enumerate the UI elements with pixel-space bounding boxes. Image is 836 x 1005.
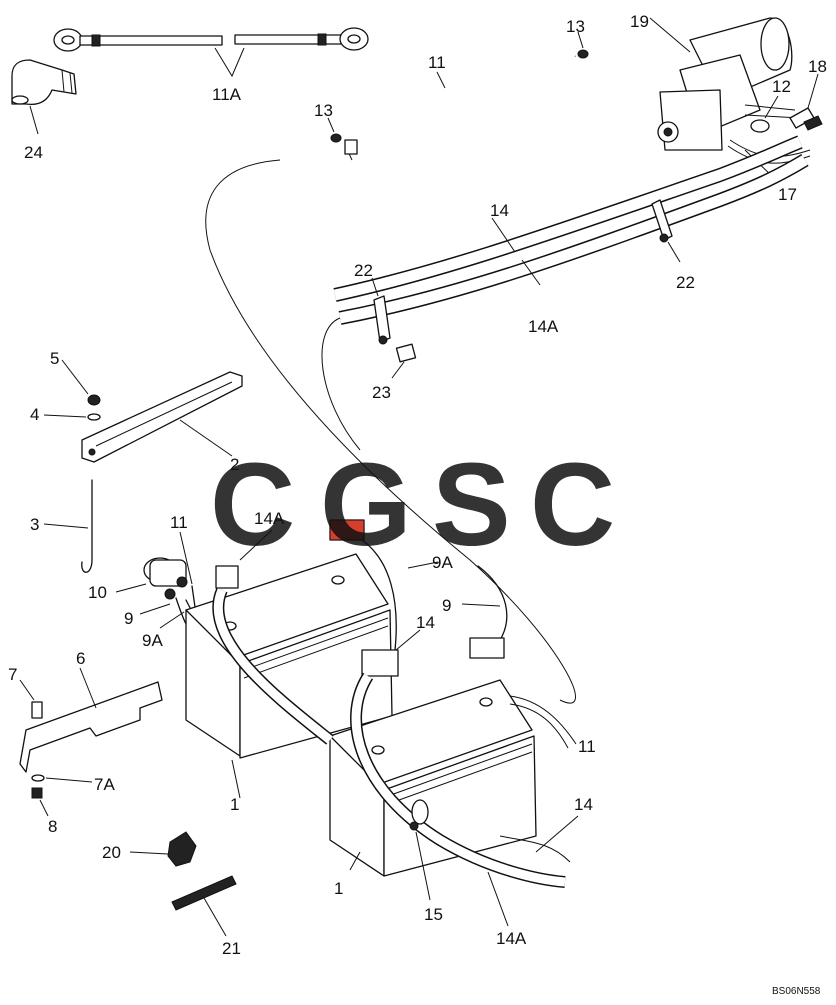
part-19-starter-motor — [649, 17, 801, 151]
part-2-bracket — [81, 371, 243, 463]
callout-3: 3 — [30, 515, 39, 534]
part-1-battery-right — [329, 679, 537, 877]
callout-13-mid: 13 — [314, 101, 333, 120]
callout-1-left: 1 — [230, 795, 239, 814]
callout-11-mid: 11 — [170, 513, 188, 532]
part-20-tie-mount — [129, 831, 197, 867]
callout-7a: 7A — [94, 775, 115, 794]
part-24-boot — [11, 59, 77, 135]
callout-9-right: 9 — [442, 596, 451, 615]
part-9-wire-left — [139, 597, 187, 625]
callout-1-bottom: 1 — [334, 879, 343, 898]
part-4-washer — [43, 413, 101, 421]
part-15-clip — [409, 799, 431, 901]
callout-20: 20 — [102, 843, 121, 862]
callout-5: 5 — [50, 349, 59, 368]
watermark-letter-c2: C — [530, 439, 615, 571]
part-14-cable-upper — [321, 135, 809, 451]
callout-4: 4 — [30, 405, 39, 424]
part-22-clamp-right — [651, 199, 681, 263]
part-6-battery-bracket — [19, 667, 163, 773]
part-13-nut-mid — [327, 117, 342, 143]
part-9a-connector-right — [329, 519, 439, 651]
callout-6: 6 — [76, 649, 85, 668]
part-14-cable-right — [499, 815, 579, 863]
watermark: C G S C — [210, 439, 615, 571]
part-18-terminals — [789, 73, 823, 131]
callout-7: 7 — [8, 665, 17, 684]
callout-14a-mid: 14A — [254, 509, 285, 528]
watermark-letter-g: G — [320, 439, 412, 571]
callout-13-top: 13 — [566, 17, 585, 36]
callout-23: 23 — [372, 383, 391, 402]
part-11-cable-right — [509, 695, 577, 749]
callout-9: 9 — [124, 609, 133, 628]
callout-21: 21 — [222, 939, 241, 958]
part-11a-strap — [53, 27, 369, 78]
callout-9a-left: 9A — [142, 631, 163, 650]
part-21-cable-tie — [171, 875, 237, 937]
callouts: 11A 24 11 13 13 19 18 12 17 14 22 22 14A… — [8, 12, 827, 958]
callout-11-right: 11 — [578, 737, 596, 756]
callout-14-right: 14 — [574, 795, 593, 814]
callout-14-mid: 14 — [416, 613, 435, 632]
watermark-letter-s: S — [432, 439, 511, 571]
callout-14-upper: 14 — [490, 201, 509, 220]
part-23-sleeve — [391, 343, 417, 379]
callout-12: 12 — [772, 77, 791, 96]
part-5-nut — [61, 359, 101, 406]
callout-14a-bottom: 14A — [496, 929, 527, 948]
part-9-connector-right — [461, 565, 508, 659]
part-7a-washer — [31, 774, 93, 783]
part-10-battery-switch — [115, 557, 188, 600]
callout-10: 10 — [88, 583, 107, 602]
part-14a-cable-mid — [212, 529, 334, 745]
callout-2: 2 — [230, 455, 239, 474]
part-14-cable-mid — [350, 629, 566, 888]
part-12-clip — [750, 95, 779, 133]
part-13-nut-top — [577, 31, 589, 59]
part-8-nut — [31, 787, 49, 817]
callout-24: 24 — [24, 143, 43, 162]
callout-11a: 11A — [212, 85, 242, 104]
watermark-letter-c1: C — [210, 439, 295, 571]
part-22-clamp-left — [371, 277, 391, 345]
part-11-cable-upper — [205, 42, 576, 704]
callout-15: 15 — [424, 905, 443, 924]
drawing-code: BS06N558 — [772, 986, 821, 997]
part-7-bolt — [19, 679, 43, 719]
callout-18: 18 — [808, 57, 827, 76]
callout-8: 8 — [48, 817, 57, 836]
callout-9a-right: 9A — [432, 553, 453, 572]
part-3-j-bolt — [43, 479, 93, 573]
part-14a-cable-bottom — [487, 871, 509, 927]
callout-22-left: 22 — [354, 261, 373, 280]
callout-17: 17 — [778, 185, 797, 204]
callout-14a-upper: 14A — [528, 317, 559, 336]
callout-11-top: 11 — [428, 53, 446, 72]
callout-19: 19 — [630, 12, 649, 31]
callout-22-right: 22 — [676, 273, 695, 292]
